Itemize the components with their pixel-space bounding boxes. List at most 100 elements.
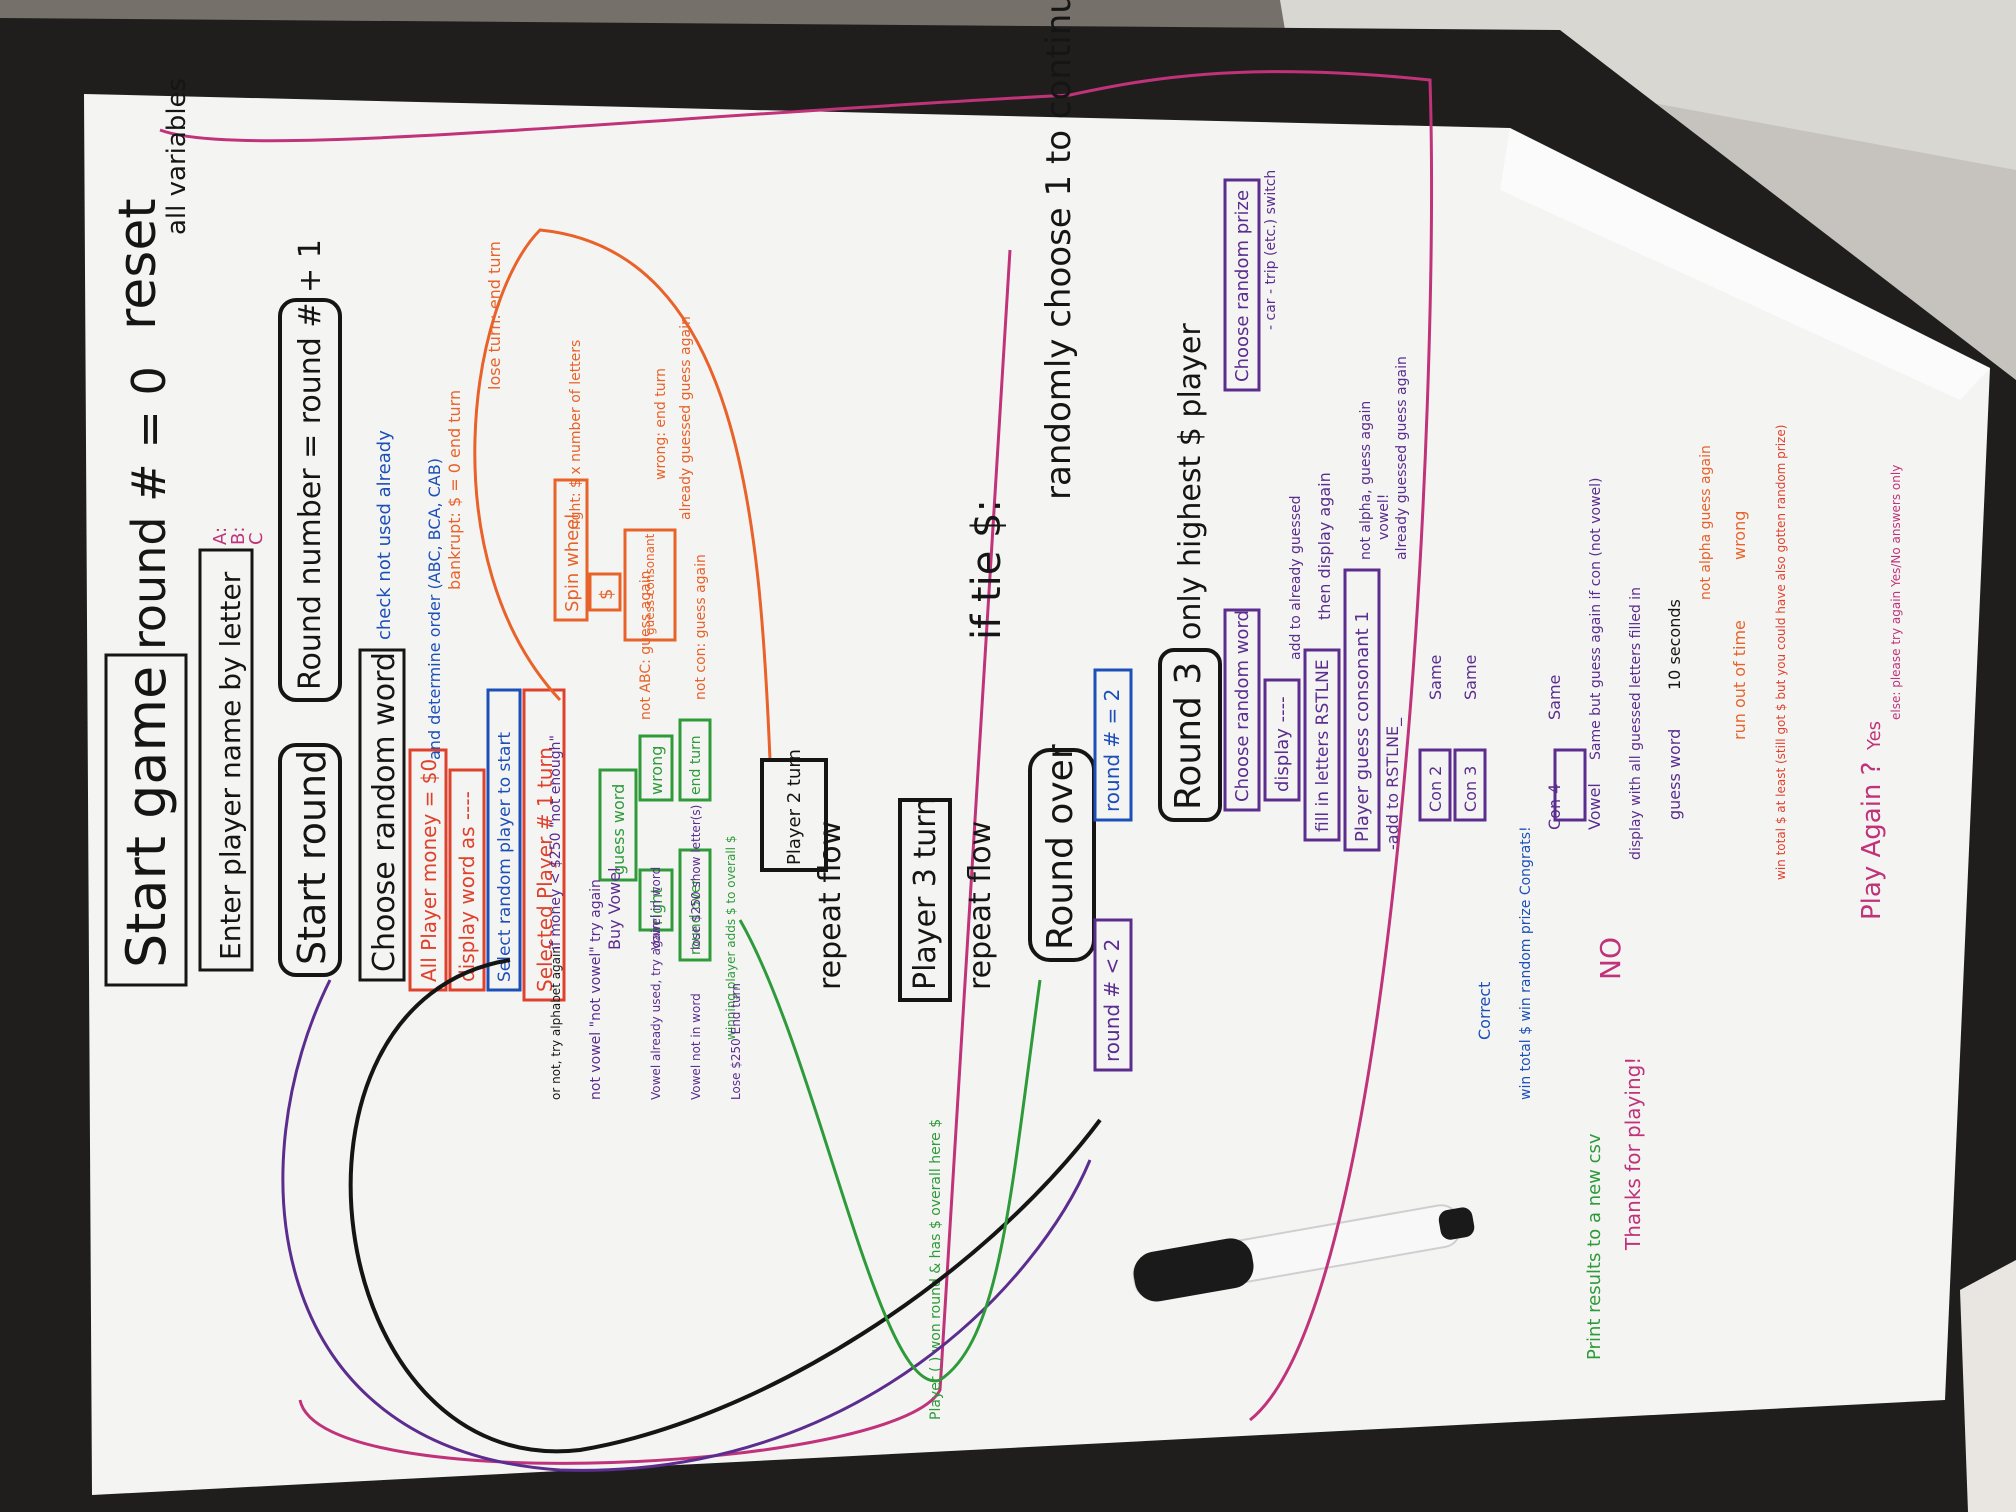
round3-text: Round 3 <box>1168 662 1209 810</box>
round-over-small-box <box>678 848 712 962</box>
choose-prize-box <box>1223 178 1261 392</box>
round-lt2-box <box>1093 918 1133 1072</box>
vowel-text: Vowel <box>1585 783 1604 830</box>
paper-towel <box>1960 1260 2016 1512</box>
print-results: Print results to a new csv <box>1584 1133 1605 1360</box>
end-turn-text: end turn <box>688 735 704 795</box>
spin-wheel-box: Spin wheel <box>553 478 589 622</box>
board-content: Start game round # = 0 reset all variabl… <box>104 0 1487 1465</box>
same3: Same <box>1545 675 1564 720</box>
player3-turn-text: Player 3 turn <box>908 797 943 990</box>
round-number-box: Round number = round # + 1 <box>278 239 342 702</box>
select-random-player-text: Select random player to start <box>495 732 515 982</box>
guess-word-r3: guess word <box>1665 729 1684 820</box>
fill-in-box <box>1303 648 1341 842</box>
player2-turn-box: Player 2 turn <box>760 749 828 872</box>
round-over-box: Round over <box>1028 744 1096 962</box>
vowel-hint: vowel! <box>1376 494 1392 540</box>
player-won-text: Player ( ) won round & has $ overall her… <box>928 1119 944 1420</box>
reset-all-sub: all variables <box>162 78 192 235</box>
reset-text: reset <box>108 198 168 330</box>
wrong-text: wrong <box>647 746 666 795</box>
con3-text: Con 3 <box>1461 766 1480 812</box>
display-r3-text: display ---- <box>1272 696 1293 792</box>
winning-player-text: winning player adds $ to overall $ <box>724 836 738 1040</box>
if-tie-text: if tie $: <box>964 499 1010 640</box>
guess-consonant-text: guess consonant <box>643 533 657 635</box>
player3-turn-box: Player 3 turn <box>898 797 952 1002</box>
not-alpha-text: not alpha, guess again <box>1358 401 1374 560</box>
con2-box <box>1418 748 1452 822</box>
display-all: display with all guessed letters filled … <box>1628 587 1644 860</box>
vowel-in-word: Vowel in word <box>649 867 663 950</box>
display-word-text: display word as ---- <box>455 791 479 982</box>
not-vowel: not vowel "not vowel" try again <box>588 879 604 1100</box>
choose-word-text: Choose random word <box>367 652 402 972</box>
con4-text: Con 4 <box>1545 784 1564 830</box>
selected-player-text: Selected Player # 1 turn <box>533 747 557 992</box>
vowel-area: not vowel "not vowel" try again or not, … <box>548 735 743 1100</box>
wrong-end-turn: wrong: end turn <box>653 368 669 480</box>
repeat-flow-1: repeat flow <box>813 821 848 990</box>
right-box <box>638 868 674 932</box>
only-highest: only highest $ player <box>1173 323 1208 640</box>
abc-b: B: <box>228 527 249 545</box>
car-trip: - car - trip (etc.) switch <box>1263 170 1279 330</box>
board-surface <box>84 94 1990 1495</box>
orange-loop <box>473 228 772 761</box>
same2: Same <box>1461 655 1480 700</box>
add-guessed: add to already guessed <box>1288 496 1304 661</box>
fill-in-text: fill in letters RSTLNE <box>1313 659 1333 832</box>
round3-lower <box>1553 748 1587 822</box>
abc-c: C <box>246 532 267 545</box>
bottom-area: Con 4 Same Vowel Same but guess again if… <box>1545 425 1903 920</box>
not-alpha2: not alpha guess again <box>1698 445 1714 600</box>
lose-250-end: Lose $250 End turn <box>729 983 743 1100</box>
round-eq2-box <box>1093 668 1133 822</box>
win-total: win total $ at least (still got $ but yo… <box>1774 425 1788 880</box>
bankrupt-text: bankrupt: $ = 0 end turn <box>445 390 464 590</box>
purple-loop <box>281 979 1092 1472</box>
already-guessed2: already guessed guess again <box>1394 356 1410 560</box>
else-try: else: please try again Yes/No answers on… <box>1889 465 1903 720</box>
check-not-used: check not used already <box>374 430 395 640</box>
choose-word-r3-box <box>1223 608 1261 812</box>
start-round-text: Start round <box>290 750 334 965</box>
round-over-small-text: round over <box>688 878 704 955</box>
con4-box <box>1553 748 1587 822</box>
round3-box: Round 3 <box>1158 648 1222 822</box>
right-text: right <box>647 887 666 925</box>
con3-box <box>1453 748 1487 822</box>
ten-seconds: 10 seconds <box>1665 599 1684 690</box>
dollar-box <box>588 572 622 612</box>
player-guess-con-text: Player guess consonant 1 <box>1352 611 1373 842</box>
buy-vowel: Buy Vowel <box>605 867 624 950</box>
same-but: Same but guess again if con (not vowel) <box>1588 478 1604 761</box>
end-turn-box <box>678 718 712 802</box>
black-loop <box>348 958 1102 1454</box>
reset-arrow <box>159 70 1433 1422</box>
win-total-prize: win total $ win random prize Congrats! <box>1518 826 1534 1100</box>
player2-turn-text: Player 2 turn <box>784 749 805 865</box>
not-con-text: not con: guess again <box>693 554 709 700</box>
enter-names-box: Enter player name by letter <box>198 548 254 972</box>
display-word-box: display word as ---- <box>448 768 486 992</box>
marker <box>1132 1204 1475 1302</box>
and-determine: and determine order (ABC, BCA, CAB) <box>425 458 444 760</box>
right-dollar-text: right: $ x number of letters <box>568 340 584 530</box>
not-abc-text: not ABC: guess again <box>638 571 654 720</box>
vowel-used: Vowel already used, try again <box>649 922 663 1100</box>
repeat-flow-2: repeat flow <box>963 821 998 990</box>
run-out: run out of time <box>1730 620 1749 740</box>
start-game-box: Start game <box>104 653 188 987</box>
con2-text: Con 2 <box>1426 766 1445 812</box>
no-text: NO <box>1594 937 1627 980</box>
guess-word-box: guess word <box>598 768 638 882</box>
yes-text: Yes <box>1864 721 1885 751</box>
all-player-money-text: All Player money = $0 <box>417 759 441 982</box>
display-r3-box <box>1263 678 1301 802</box>
round-eq2-text: round # = 2 <box>1100 689 1124 812</box>
randomly-choose-1: randomly choose 1 to continue <box>1039 0 1079 500</box>
ending-area: Correct win total $ win random prize Con… <box>1475 826 1645 1360</box>
enter-names-text: Enter player name by letter <box>214 571 247 960</box>
